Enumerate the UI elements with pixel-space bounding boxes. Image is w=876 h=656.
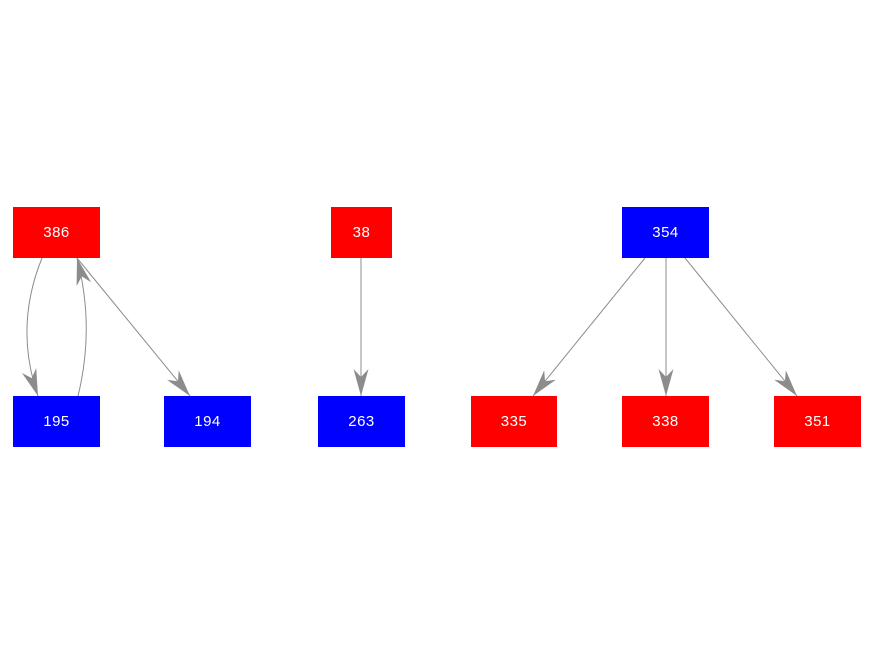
node-label-38: 38 — [352, 224, 371, 241]
arrowhead-icon-195-to-386 — [76, 258, 92, 286]
graph-node-351: 351 — [774, 396, 861, 447]
node-label-194: 194 — [194, 413, 221, 430]
graph-node-194: 194 — [164, 396, 251, 447]
graph-node-38: 38 — [331, 207, 392, 258]
graph-node-263: 263 — [318, 396, 405, 447]
graph-node-386: 386 — [13, 207, 100, 258]
arrowhead-icon-38-to-263 — [353, 369, 369, 396]
graph-node-335: 335 — [471, 396, 557, 447]
arrowhead-icon-386-to-195 — [22, 368, 38, 396]
node-label-351: 351 — [804, 413, 831, 430]
node-label-335: 335 — [500, 413, 528, 430]
node-label-338: 338 — [652, 413, 679, 430]
arrowhead-icon-354-to-338 — [658, 369, 674, 396]
graph-node-354: 354 — [622, 207, 709, 258]
graph-node-338: 338 — [622, 396, 709, 447]
arrowhead-icon-354-to-351 — [774, 370, 797, 396]
arrowhead-icon-386-to-194 — [167, 370, 190, 396]
edge-354-to-351 — [684, 257, 798, 397]
node-label-354: 354 — [652, 224, 679, 241]
arrowhead-icon-354-to-335 — [533, 370, 556, 396]
node-label-195: 195 — [43, 413, 70, 430]
node-label-263: 263 — [348, 413, 375, 430]
edge-386-to-194 — [76, 257, 191, 397]
edge-354-to-335 — [532, 257, 646, 397]
graph-node-195: 195 — [13, 396, 100, 447]
node-label-386: 386 — [43, 224, 70, 241]
